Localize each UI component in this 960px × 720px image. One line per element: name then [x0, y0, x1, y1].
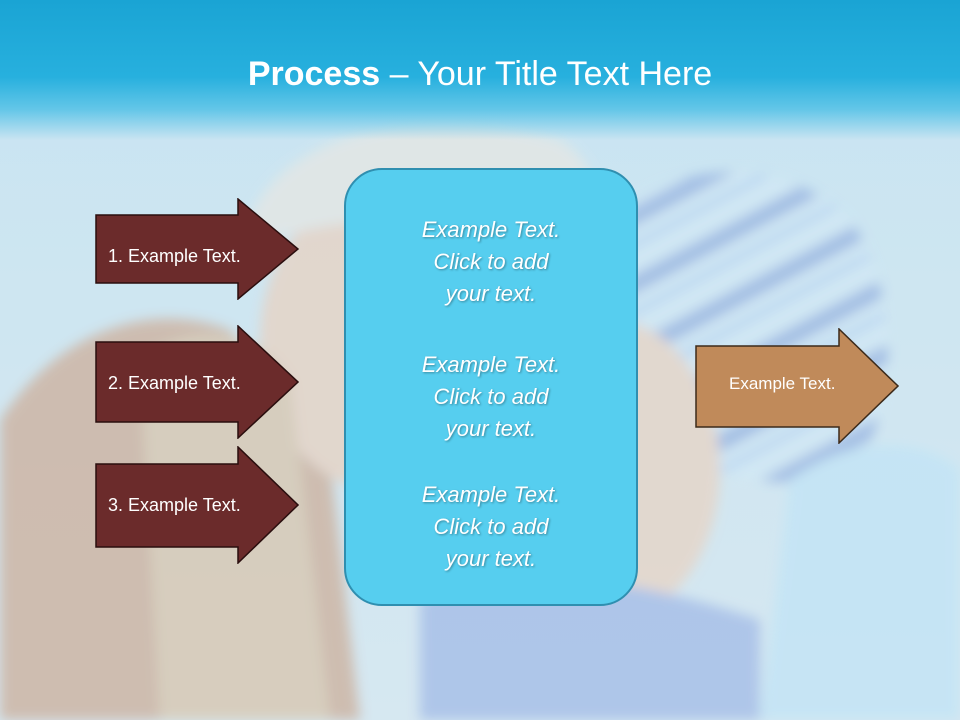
center-text-item-2: Example Text. Click to add your text.: [346, 349, 636, 445]
step-label-1: 1. Example Text.: [108, 246, 241, 266]
center-text-line: your text.: [445, 546, 537, 571]
step-label-2: 2. Example Text.: [108, 373, 241, 393]
result-label: Example Text.: [729, 374, 836, 393]
process-step-arrow-3[interactable]: 3. Example Text.: [95, 446, 299, 564]
process-step-arrow-2[interactable]: 2. Example Text.: [95, 325, 299, 439]
arrow-shape: [95, 325, 299, 439]
title-bold: Process: [247, 55, 381, 93]
arrow-shape: [695, 328, 899, 444]
title-rest: Your Title Text Here: [417, 55, 713, 93]
center-text-line: Click to add: [433, 384, 549, 409]
center-text-item-1: Example Text. Click to add your text.: [346, 214, 636, 310]
center-text-item-3: Example Text. Click to add your text.: [346, 479, 636, 575]
center-text-line: your text.: [445, 416, 537, 441]
title-band: [0, 0, 960, 140]
center-text-line: Click to add: [433, 514, 549, 539]
arrow-shape: [95, 198, 299, 300]
process-step-arrow-1[interactable]: 1. Example Text.: [95, 198, 299, 300]
slide-title[interactable]: Process – Your Title Text Here: [0, 52, 960, 96]
center-text-line: your text.: [445, 281, 537, 306]
title-dash: –: [380, 55, 418, 93]
center-text-line: Click to add: [433, 249, 549, 274]
arrow-shape: [95, 446, 299, 564]
center-text-line: Example Text.: [421, 482, 561, 507]
center-text-box[interactable]: Example Text. Click to add your text. Ex…: [344, 168, 638, 606]
center-text-line: Example Text.: [421, 217, 561, 242]
center-text-line: Example Text.: [421, 352, 561, 377]
step-label-3: 3. Example Text.: [108, 495, 241, 515]
result-arrow[interactable]: Example Text.: [695, 328, 899, 444]
